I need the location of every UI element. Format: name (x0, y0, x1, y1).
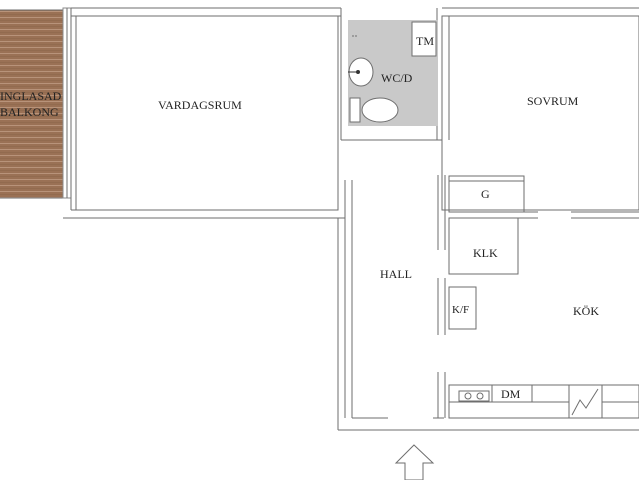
closet (448, 217, 519, 275)
fridge (448, 286, 477, 330)
balcony-floor (0, 10, 63, 198)
balcony-label-line1: INGLASAD (0, 89, 62, 103)
washer-box (411, 21, 437, 57)
stove-icon (568, 384, 603, 419)
dishwasher-box (491, 384, 533, 403)
dishwasher-label: DM (501, 387, 521, 401)
kitchen-label: KÖK (573, 304, 599, 318)
washer-label: TM (416, 34, 434, 48)
sink-icon (348, 57, 374, 87)
wardrobe (448, 175, 525, 213)
bedroom-label: SOVRUM (527, 94, 579, 108)
walls (63, 7, 639, 431)
wardrobe-label: G (481, 187, 490, 201)
hall-label: HALL (380, 267, 412, 281)
bathroom-label: WC/D (381, 71, 413, 85)
toilet-icon (349, 97, 399, 123)
closet-label: KLK (473, 246, 498, 260)
kitchen-counter (448, 384, 639, 419)
bathroom (348, 20, 438, 126)
balcony (0, 7, 72, 199)
sink-icon (458, 390, 490, 402)
living-room-label: VARDAGSRUM (158, 98, 242, 112)
balcony-label-line2: BALKONG (0, 105, 59, 119)
fridge-label: K/F (452, 304, 469, 316)
entrance-arrow-icon (394, 444, 435, 480)
